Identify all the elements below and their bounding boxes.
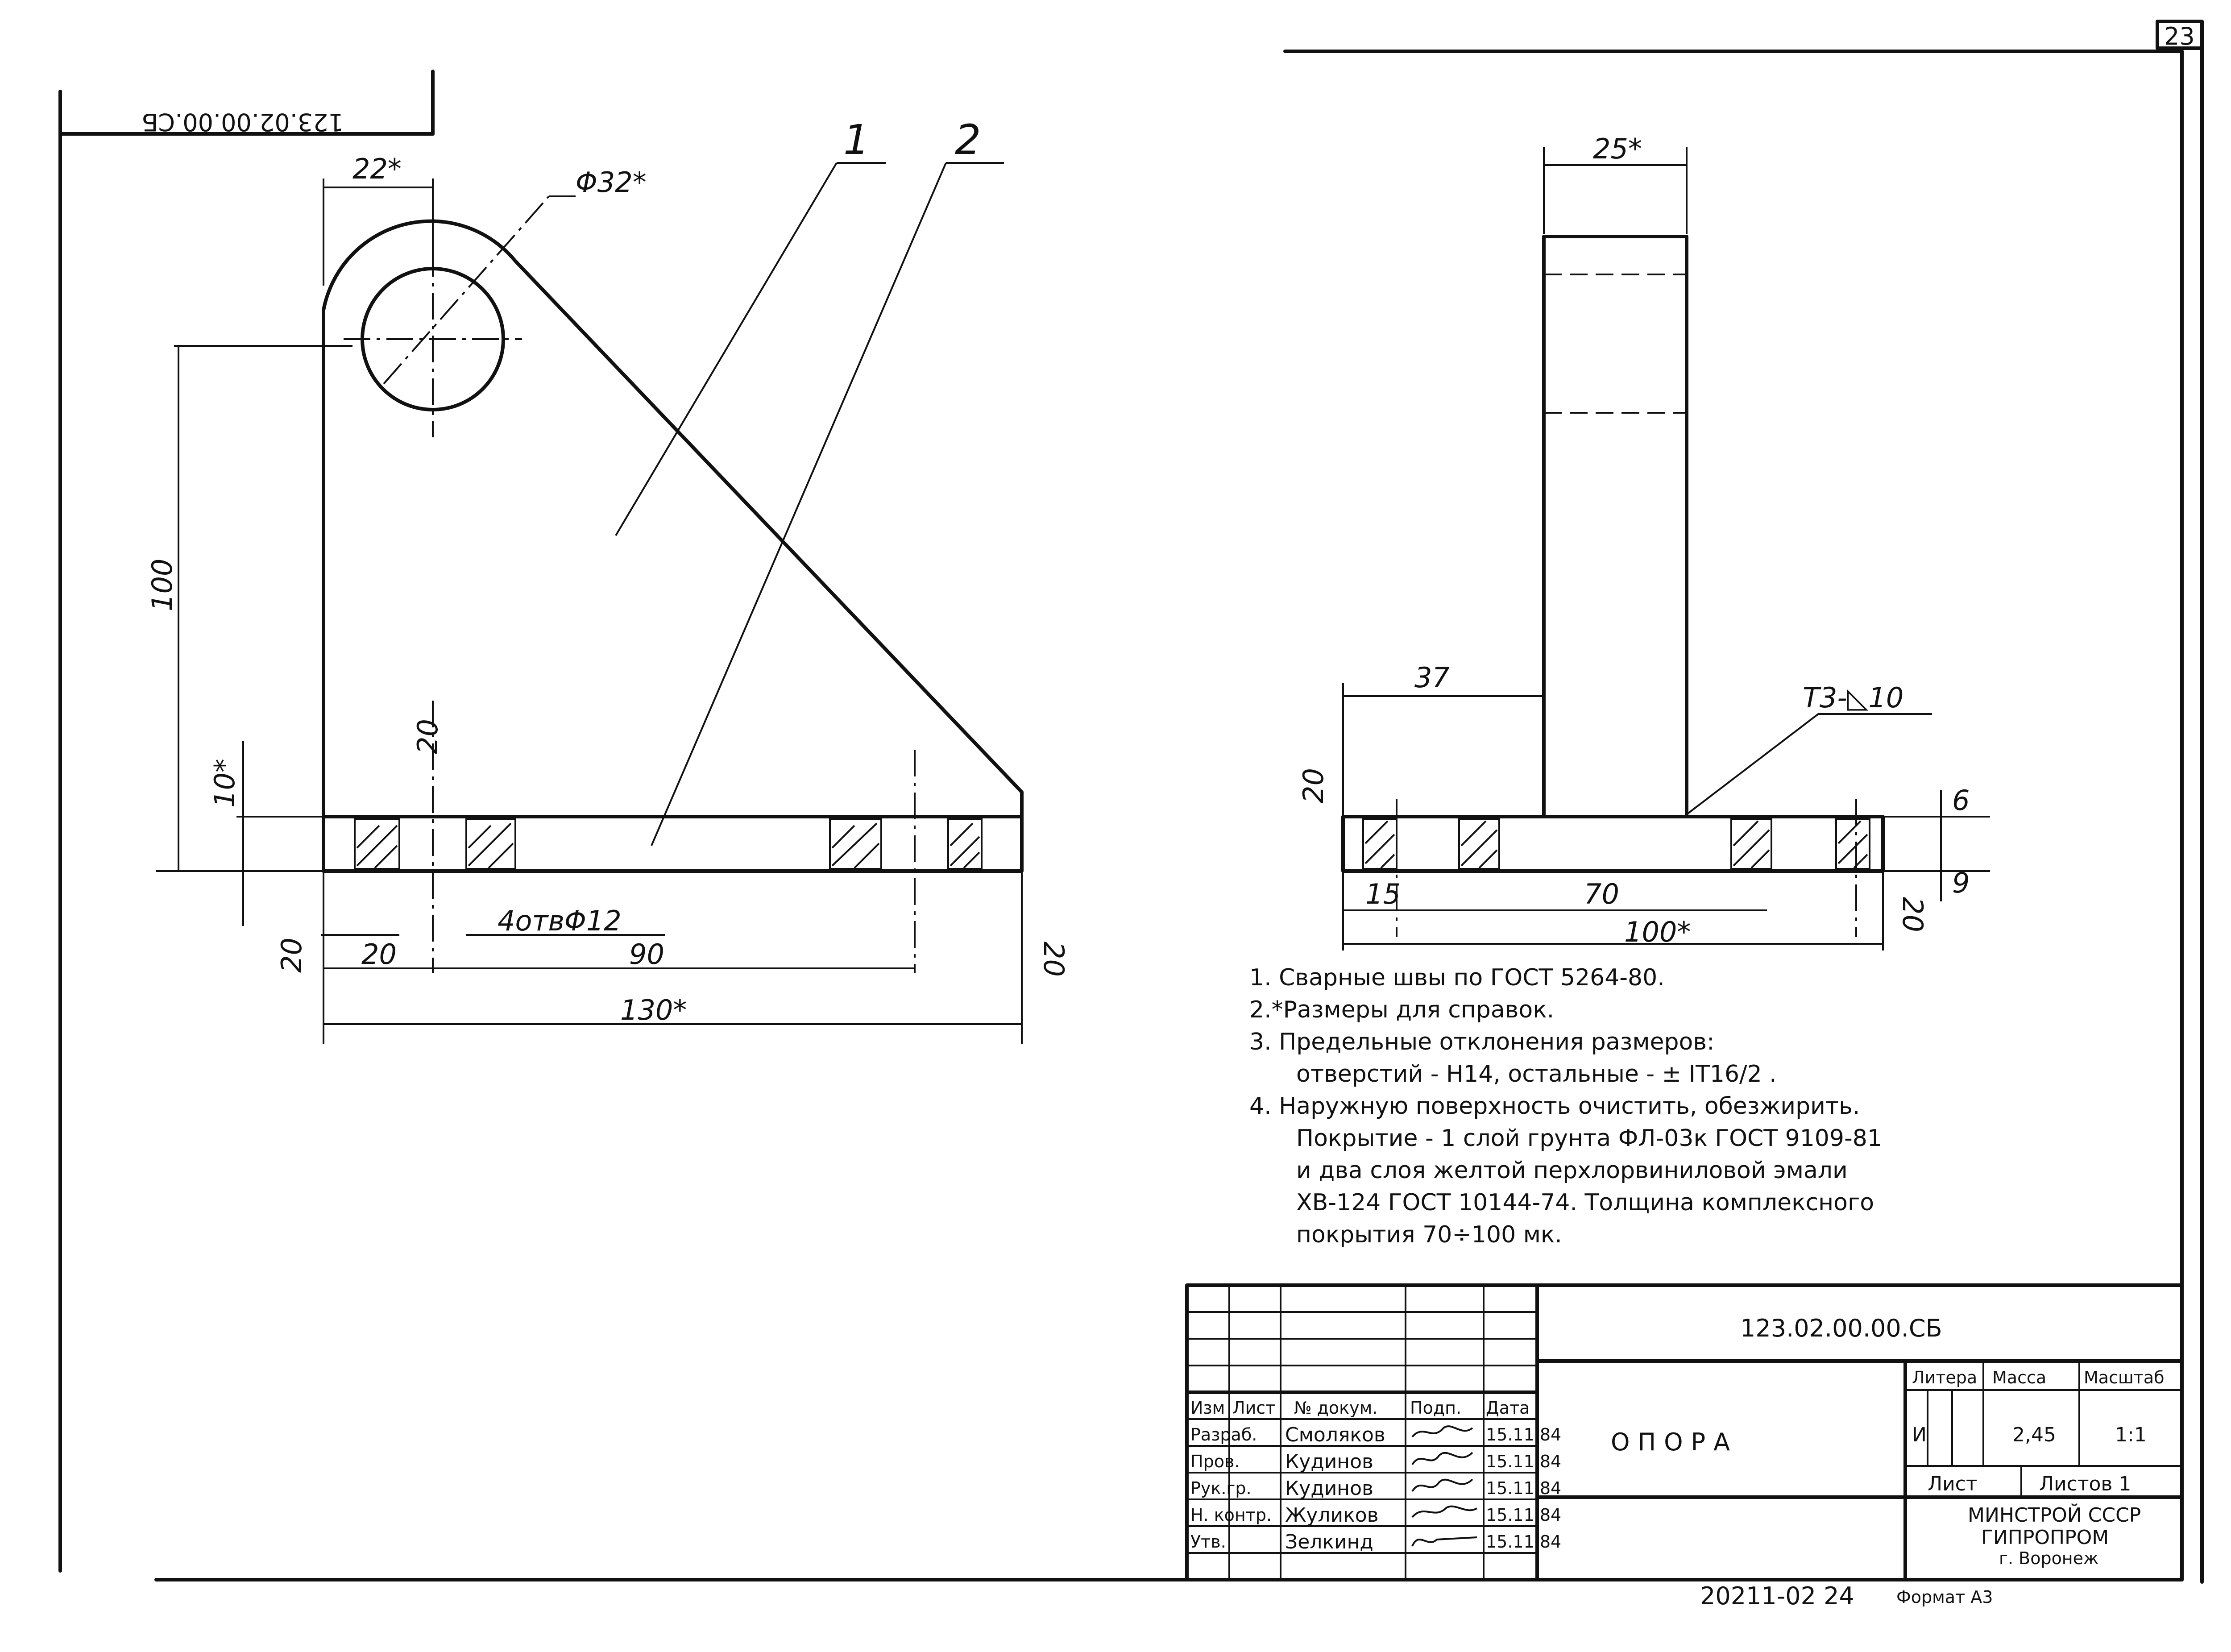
- litera-value: И: [1912, 1424, 1927, 1446]
- row-date: 15.11.84: [1486, 1478, 1561, 1498]
- signature-rows: Разраб. Смоляков 15.11.84 Пров. Кудинов …: [1190, 1424, 1561, 1553]
- handwritten-signatures: [1411, 1425, 1478, 1547]
- left-view-bracket: [322, 162, 1024, 973]
- dim-rib-thickness: 25*: [1593, 133, 1642, 165]
- note-4-line-2: Покрытие - 1 слой грунта ФЛ-03к ГОСТ 910…: [1296, 1125, 1882, 1152]
- note-2: 2.*Размеры для справок.: [1249, 996, 1555, 1023]
- mass-value: 2,45: [2012, 1424, 2056, 1446]
- dim-edge-left: 20: [361, 938, 397, 971]
- dim-tol-b: 9: [1952, 867, 1970, 899]
- dim-offset: 37: [1414, 661, 1450, 694]
- litera-header: Литера: [1912, 1368, 1977, 1387]
- row-date: 15.11.84: [1486, 1505, 1561, 1525]
- roughness-3: 20: [1037, 942, 1070, 977]
- row-name: Жуликов: [1285, 1504, 1379, 1527]
- part-label-2: 2: [955, 116, 981, 164]
- dim-height: 100: [146, 559, 178, 611]
- left-view-dimensions: [156, 178, 1023, 1044]
- dim-right-pitch: 70: [1584, 878, 1619, 910]
- note-1: 1. Сварные швы по ГОСТ 5264-80.: [1249, 964, 1665, 991]
- dim-holes-callout: 4отвΦ12: [498, 905, 622, 937]
- row-role: Рук.гр.: [1190, 1478, 1252, 1498]
- rib-plate: [1542, 235, 1688, 818]
- row-role: Утв.: [1190, 1532, 1226, 1552]
- org-line-2: ГИПРОПРОМ: [1981, 1526, 2109, 1549]
- scale-header: Масштаб: [2084, 1368, 2165, 1387]
- note-3-body: отверстий - Н14, остальные - ± IT16/2 .: [1296, 1061, 1777, 1087]
- dim-plate-thickness: 10*: [208, 759, 241, 808]
- sheets-count-label: Листов 1: [2039, 1473, 2131, 1495]
- sheet-label: Лист: [1928, 1473, 1978, 1495]
- row-name: Смоляков: [1285, 1424, 1385, 1446]
- row-role: Н. контр.: [1190, 1505, 1272, 1525]
- hdr-doc: № докум.: [1294, 1398, 1377, 1418]
- mass-header: Масса: [1992, 1368, 2046, 1387]
- dim-hole-pitch: 90: [629, 938, 664, 971]
- part-title: ОПОРА: [1611, 1428, 1738, 1456]
- base-plate: [322, 815, 1024, 873]
- sheet-frame: [58, 20, 2204, 1584]
- right-view-dimensions: [1342, 147, 1990, 951]
- row-name: Кудинов: [1285, 1450, 1373, 1473]
- note-4-line-4: ХВ-124 ГОСТ 10144-74. Толщина комплексно…: [1296, 1189, 1874, 1216]
- right-view-bracket: [1341, 235, 1932, 937]
- scale-value: 1:1: [2115, 1424, 2147, 1446]
- row-role: Пров.: [1190, 1452, 1240, 1471]
- plate-section-hatch: [354, 818, 983, 870]
- row-date: 15.11.84: [1486, 1425, 1561, 1444]
- title-block: [1185, 1283, 2184, 1581]
- dim-hole-diameter: Φ32*: [576, 166, 647, 199]
- org-line-1: МИНСТРОЙ СССР: [1968, 1503, 2141, 1527]
- note-4-title: 4. Наружную поверхность очистить, обезжи…: [1249, 1093, 1860, 1120]
- row-role: Разраб.: [1190, 1425, 1257, 1444]
- note-4-line-3: и два слоя желтой перхлорвиниловой эмали: [1296, 1157, 1848, 1184]
- weld-callout: Т3-◺10: [1803, 681, 1903, 714]
- row-name: Зелкинд: [1285, 1531, 1373, 1553]
- bottom-stamp: 20211-02 24: [1700, 1582, 1854, 1610]
- right-base-plate: [1341, 815, 1885, 873]
- dim-right-edge: 15: [1365, 878, 1401, 910]
- rotated-doc-code: 123.02.00.00.СБ: [141, 108, 344, 136]
- sheet-number: 23: [2164, 22, 2195, 50]
- technical-notes: 1. Сварные швы по ГОСТ 5264-80. 2.*Разме…: [1249, 962, 1919, 1251]
- gusset-outline: [322, 219, 1024, 818]
- roughness-1: 20: [411, 719, 444, 754]
- part-label-1: 1: [843, 116, 870, 164]
- dim-right-overall: 100*: [1624, 916, 1691, 948]
- note-3-title: 3. Предельные отклонения размеров:: [1249, 1029, 1715, 1055]
- roughness-2: 20: [275, 938, 308, 973]
- dim-overall-length: 130*: [620, 994, 687, 1026]
- right-roughness-2: 20: [1896, 897, 1929, 932]
- hdr-list: Лист: [1232, 1398, 1275, 1418]
- hdr-izm: Изм: [1190, 1398, 1225, 1418]
- row-date: 15.11.84: [1486, 1532, 1561, 1552]
- row-name: Кудинов: [1285, 1477, 1373, 1500]
- hdr-date: Дата: [1486, 1398, 1530, 1418]
- hdr-sign: Подп.: [1410, 1398, 1461, 1418]
- title-doc-code: 123.02.00.00.СБ: [1740, 1314, 1942, 1342]
- org-line-3: г. Воронеж: [1999, 1548, 2098, 1568]
- right-roughness-1: 20: [1297, 768, 1330, 803]
- dim-top-width: 22*: [352, 153, 402, 185]
- note-4-line-5: покрытия 70÷100 мк.: [1296, 1221, 1562, 1248]
- dim-tol-a: 6: [1952, 784, 1970, 817]
- row-date: 15.11.84: [1486, 1452, 1561, 1471]
- bottom-stamp-format: Формат А3: [1896, 1587, 1993, 1607]
